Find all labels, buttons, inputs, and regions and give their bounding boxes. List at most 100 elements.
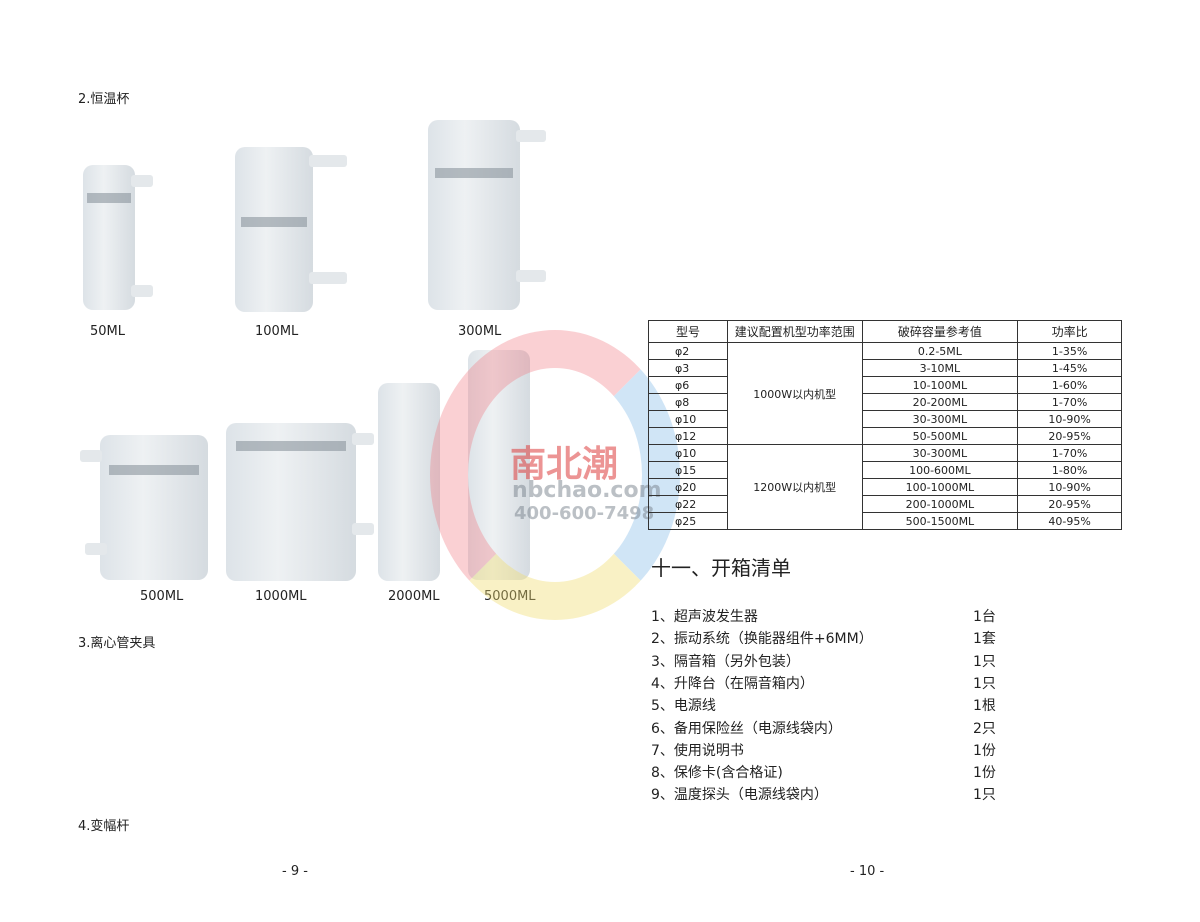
header-ratio: 功率比	[1017, 320, 1122, 343]
item-quantity: 1份	[973, 765, 996, 782]
list-item: 7、使用说明书 1份	[651, 740, 1001, 762]
watermark-phone: 400-600-7498	[514, 503, 655, 524]
section-title-centrifuge-clamp: 3.离心管夹具	[78, 636, 156, 651]
item-name: 1、超声波发生器	[651, 609, 758, 625]
cell-capacity: 500-1500ML	[861, 512, 1019, 530]
item-quantity: 1根	[973, 698, 996, 715]
cell-ratio: 1-70%	[1017, 444, 1122, 462]
cup-image-2000ml	[378, 383, 440, 581]
item-name: 2、振动系统（换能器组件+6MM）	[651, 631, 873, 648]
watermark-brand: 南北潮	[510, 444, 619, 485]
cell-capacity: 3-10ML	[861, 359, 1019, 377]
section-title-horn: 4.变幅杆	[78, 819, 130, 834]
cell-model: φ25	[648, 512, 728, 530]
cell-model: φ22	[648, 495, 728, 513]
cell-capacity: 0.2-5ML	[861, 342, 1019, 360]
cup-image-300ml	[428, 120, 546, 310]
item-name: 4、升降台（在隔音箱内）	[651, 675, 814, 692]
list-item: 6、备用保险丝（电源线袋内） 2只	[651, 718, 1001, 740]
table-header-row: 型号 建议配置机型功率范围 破碎容量参考值 功率比	[648, 320, 1122, 343]
cell-capacity: 30-300ML	[861, 410, 1019, 428]
cup-label: 100ML	[255, 324, 299, 339]
list-item: 9、温度探头（电源线袋内） 1只	[651, 784, 1001, 806]
list-item: 8、保修卡(含合格证) 1份	[651, 762, 1001, 784]
cup-label: 300ML	[458, 324, 502, 339]
list-item: 5、电源线 1根	[651, 695, 1001, 717]
watermark-site: nbchao.com	[512, 478, 662, 503]
cell-capacity: 30-300ML	[861, 444, 1019, 462]
cup-image-500ml	[80, 435, 208, 580]
list-item: 1、超声波发生器 1台	[651, 606, 1001, 628]
cell-model: φ3	[648, 359, 728, 377]
cell-model: φ10	[648, 444, 728, 462]
item-name: 9、温度探头（电源线袋内）	[651, 787, 828, 804]
item-quantity: 2只	[973, 720, 996, 737]
cell-model: φ6	[648, 376, 728, 394]
cell-ratio: 20-95%	[1017, 495, 1122, 513]
cell-ratio: 1-45%	[1017, 359, 1122, 377]
cup-label: 500ML	[140, 589, 184, 604]
cell-power-range: 1200W以内机型	[726, 444, 863, 530]
cell-capacity: 200-1000ML	[861, 495, 1019, 513]
page-number-right: - 10 -	[850, 864, 885, 879]
cup-label: 1000ML	[255, 589, 307, 604]
list-item: 4、升降台（在隔音箱内） 1只	[651, 673, 1001, 695]
item-name: 5、电源线	[651, 698, 716, 715]
cell-model: φ15	[648, 461, 728, 479]
item-name: 3、隔音箱（另外包装）	[651, 653, 800, 670]
section-title-thermostatic-cup: 2.恒温杯	[78, 92, 130, 107]
header-capacity: 破碎容量参考值	[861, 320, 1019, 343]
cell-model: φ8	[648, 393, 728, 411]
cup-image-100ml	[235, 147, 347, 312]
list-item: 2、振动系统（换能器组件+6MM） 1套	[651, 628, 1001, 650]
cell-capacity: 100-1000ML	[861, 478, 1019, 496]
cup-label: 50ML	[90, 324, 126, 339]
cup-image-50ml	[83, 165, 153, 310]
cell-ratio: 40-95%	[1017, 512, 1122, 530]
item-quantity: 1只	[973, 787, 996, 804]
cell-power-range: 1000W以内机型	[726, 342, 863, 445]
section-title-packing-list: 十一、开箱清单	[651, 556, 791, 580]
cell-model: φ10	[648, 410, 728, 428]
item-quantity: 1台	[973, 609, 996, 625]
cup-label: 2000ML	[388, 589, 440, 604]
item-quantity: 1份	[973, 742, 996, 759]
cell-model: φ20	[648, 478, 728, 496]
cell-capacity: 20-200ML	[861, 393, 1019, 411]
item-quantity: 1套	[973, 631, 996, 648]
cell-model: φ12	[648, 427, 728, 445]
header-power-range: 建议配置机型功率范围	[726, 320, 863, 343]
cell-capacity: 100-600ML	[861, 461, 1019, 479]
cell-ratio: 1-60%	[1017, 376, 1122, 394]
cell-model: φ2	[648, 342, 728, 360]
item-name: 7、使用说明书	[651, 742, 744, 759]
cell-ratio: 1-70%	[1017, 393, 1122, 411]
cell-ratio: 1-80%	[1017, 461, 1122, 479]
cell-ratio: 10-90%	[1017, 478, 1122, 496]
item-name: 8、保修卡(含合格证)	[651, 765, 783, 782]
item-quantity: 1只	[973, 675, 996, 692]
cup-image-1000ml	[226, 423, 374, 581]
cell-capacity: 10-100ML	[861, 376, 1019, 394]
item-name: 6、备用保险丝（电源线袋内）	[651, 720, 842, 737]
page-number-left: - 9 -	[282, 864, 308, 879]
cell-ratio: 20-95%	[1017, 427, 1122, 445]
cell-ratio: 10-90%	[1017, 410, 1122, 428]
list-item: 3、隔音箱（另外包装）1只	[651, 651, 1001, 673]
cell-ratio: 1-35%	[1017, 342, 1122, 360]
header-model: 型号	[648, 320, 728, 343]
cell-capacity: 50-500ML	[861, 427, 1019, 445]
